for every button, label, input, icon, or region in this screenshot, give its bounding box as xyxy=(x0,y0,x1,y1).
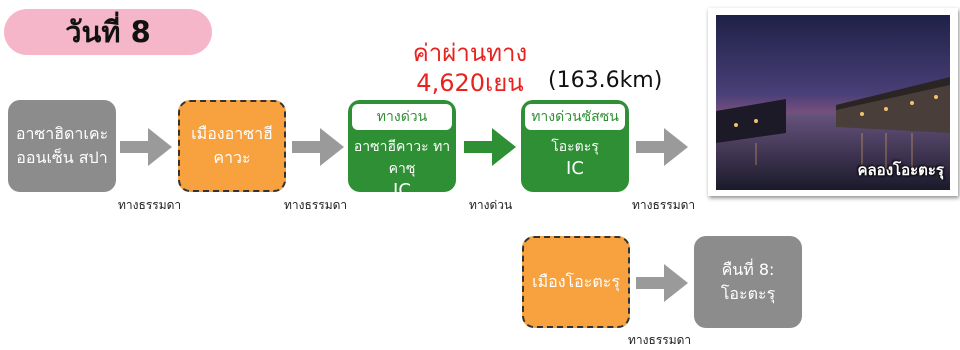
city-otaru-node: เมืองโอะตะรุ xyxy=(522,236,630,328)
destination-line1: คืนที่ 8: xyxy=(721,260,775,279)
arrow-right-icon xyxy=(292,128,344,166)
road-label-sub: ทางธรรมดา xyxy=(628,333,692,347)
start-line1: อาซาฮิดาเคะ xyxy=(15,124,109,143)
start-line2: ออนเซ็น สปา xyxy=(16,148,108,167)
road-label-4: ทางธรรมดา xyxy=(632,198,696,212)
ic1-ic-label: IC xyxy=(393,180,411,201)
ic2-ic-label: IC xyxy=(566,158,584,179)
ic2-name: โอะตะรุ xyxy=(551,139,599,155)
ic2-expressway-name: ทางด่วนซัสซน xyxy=(525,104,625,130)
ic1-expressway-name: ทางด่วนฮอกไกโด xyxy=(352,104,452,151)
canal-photo-image xyxy=(716,15,950,190)
road-label-2: ทางธรรมดา xyxy=(284,198,348,212)
destination-line2: โอะตะรุ xyxy=(720,284,776,303)
road-label-3: ทางด่วน xyxy=(469,198,513,212)
city2-label: เมืองโอะตะรุ xyxy=(532,272,620,291)
road-label-1: ทางธรรมดา xyxy=(118,198,182,212)
distance-label: (163.6km) xyxy=(548,68,663,93)
city-asahikawa-node: เมืองอาซาฮี คาวะ xyxy=(178,100,286,192)
toll-title: ค่าผ่านทาง xyxy=(412,39,528,67)
ic-otaru-node: ทางด่วนซัสซน โอะตะรุ IC xyxy=(521,100,629,192)
arrow-right-icon xyxy=(636,264,688,302)
city1-line2: คาวะ xyxy=(213,148,251,167)
toll-info: ค่าผ่านทาง 4,620เยน xyxy=(400,38,540,98)
otaru-canal-photo: คลองโอะตะรุ xyxy=(708,8,958,196)
day-badge: วันที่ 8 xyxy=(4,9,212,55)
arrow-right-expressway-icon xyxy=(464,128,516,166)
destination-node: คืนที่ 8: โอะตะรุ xyxy=(694,236,802,328)
arrow-right-icon xyxy=(120,128,172,166)
day-label: วันที่ 8 xyxy=(65,15,151,49)
toll-amount: 4,620เยน xyxy=(416,69,524,97)
city1-line1: เมืองอาซาฮี xyxy=(191,124,273,143)
photo-caption: คลองโอะตะรุ xyxy=(857,161,944,179)
ic1-name: อาซาฮีคาวะ ทาคาซุ xyxy=(353,139,451,177)
start-node: อาซาฮิดาเคะ ออนเซ็น สปา xyxy=(8,100,116,192)
arrow-right-icon xyxy=(636,128,688,166)
ic-asahikawa-takasu-node: ทางด่วนฮอกไกโด อาซาฮีคาวะ ทาคาซุ IC xyxy=(348,100,456,201)
